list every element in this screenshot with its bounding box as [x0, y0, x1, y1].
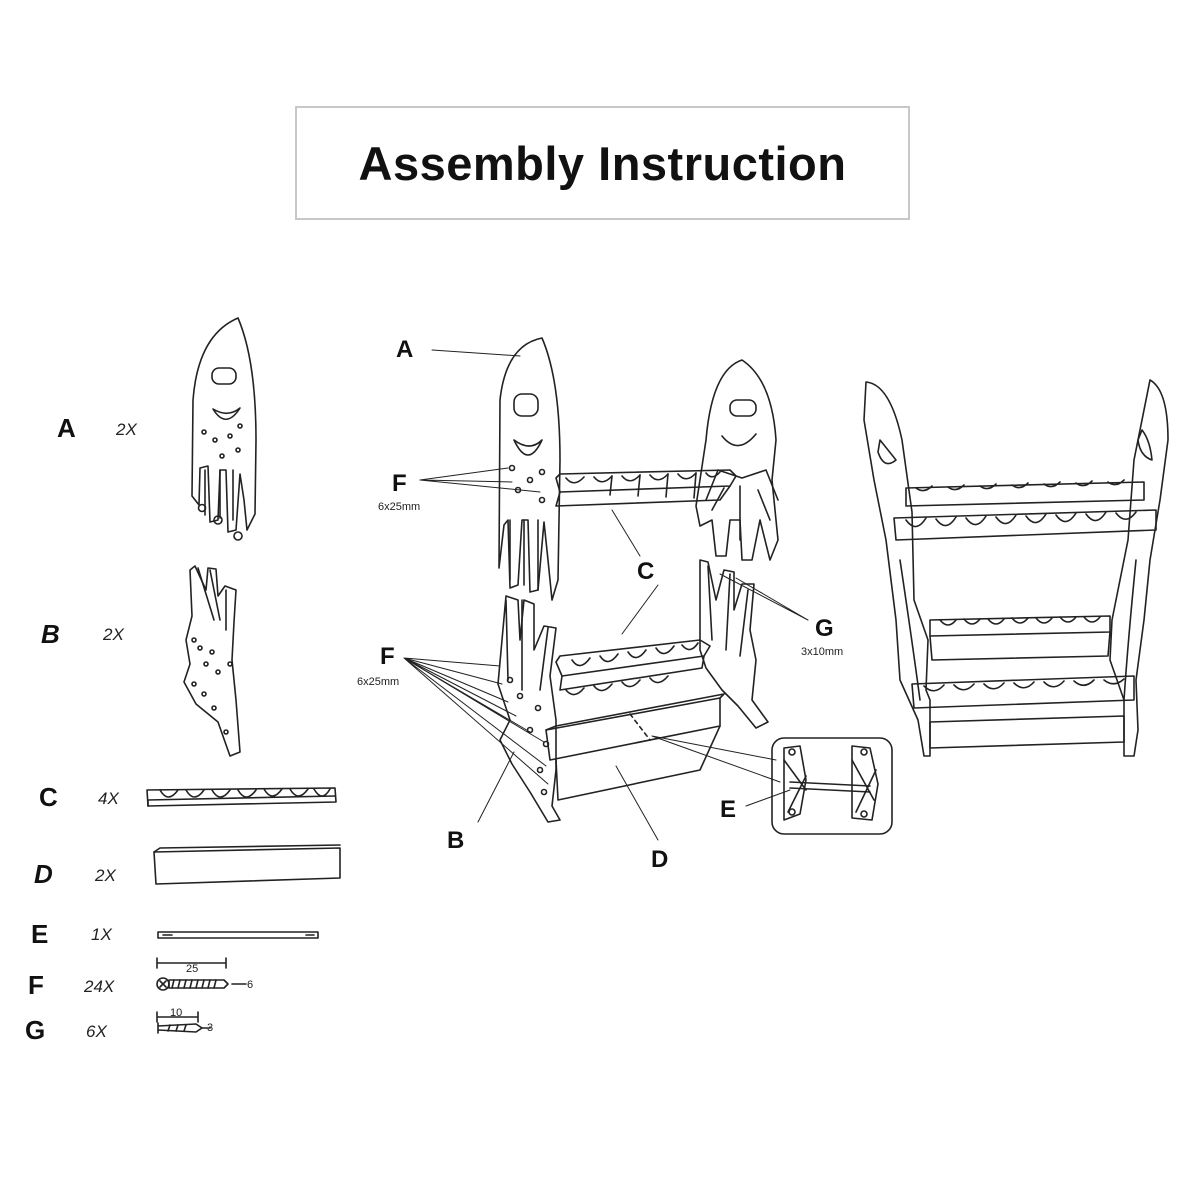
- assembled-rack-drawing: [863, 379, 1169, 757]
- part-letter-c: C: [39, 782, 58, 812]
- part-qty-c: 4X: [98, 789, 119, 808]
- screw-f-diameter: 6: [247, 979, 253, 991]
- part-qty-b: 2X: [103, 625, 124, 644]
- part-letter-a: A: [57, 413, 76, 443]
- callout-b: B: [447, 827, 465, 854]
- callout-d: D: [651, 846, 669, 873]
- callout-a: A: [396, 336, 414, 363]
- screw-g-length: 10: [170, 1007, 182, 1019]
- part-qty-g: 6X: [86, 1022, 107, 1041]
- part-qty-d: 2X: [95, 866, 116, 885]
- part-letter-b: B: [41, 619, 60, 649]
- part-qty-f: 24X: [84, 977, 115, 996]
- screw-f-length: 25: [186, 963, 198, 975]
- callout-f-top: F: [392, 470, 407, 497]
- part-c-drawing: [146, 787, 337, 807]
- assembly-exploded-drawing: [403, 337, 893, 841]
- part-letter-d: D: [34, 859, 53, 889]
- page-title: Assembly Instruction: [358, 136, 847, 190]
- part-letter-g: G: [25, 1015, 46, 1045]
- part-e-drawing: [157, 931, 319, 939]
- callout-g: G: [815, 615, 834, 642]
- part-letter-e: E: [31, 919, 49, 949]
- part-qty-a: 2X: [116, 420, 137, 439]
- part-f-screw-drawing: [156, 957, 247, 991]
- callout-f-low-size: 6x25mm: [357, 676, 400, 688]
- part-g-screw-drawing: [156, 1011, 211, 1034]
- callout-c-mid: C: [637, 558, 655, 585]
- part-letter-f: F: [28, 970, 44, 1000]
- part-a-drawing: [191, 317, 257, 541]
- part-qty-e: 1X: [91, 925, 112, 944]
- part-b-drawing: [183, 565, 241, 757]
- callout-g-size: 3x10mm: [801, 646, 844, 658]
- callout-e: E: [720, 796, 737, 823]
- callout-f-low: F: [380, 643, 395, 670]
- part-d-drawing: [153, 844, 341, 885]
- callout-f-top-size: 6x25mm: [378, 501, 421, 513]
- screw-g-diameter: 3: [207, 1022, 213, 1034]
- title-box: Assembly Instruction: [295, 106, 910, 220]
